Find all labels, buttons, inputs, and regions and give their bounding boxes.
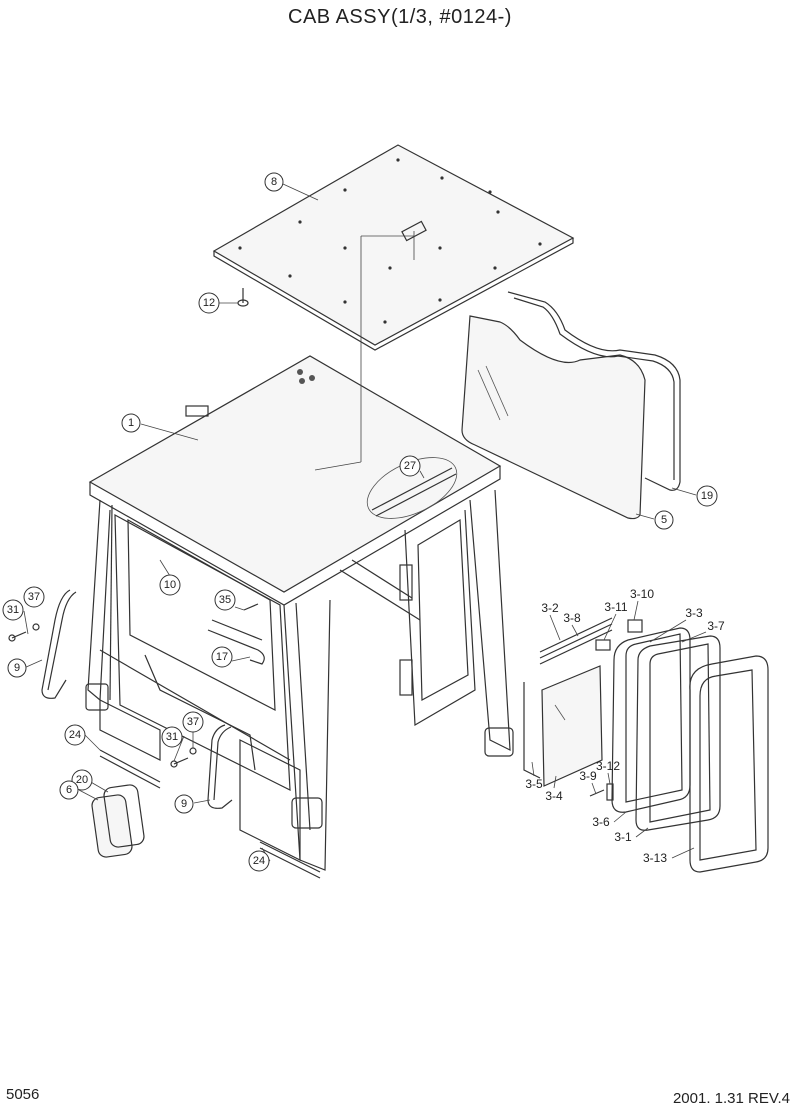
svg-text:35: 35: [219, 594, 231, 606]
label-3-6: 3-6: [592, 811, 627, 829]
label-3-9: 3-9: [579, 769, 597, 795]
callout-35: 35: [214, 589, 236, 611]
interior-grip: [207, 619, 265, 665]
callout-24-lower: 24: [248, 850, 270, 872]
callout-8: 8: [264, 172, 284, 192]
page-number: 5056: [6, 1086, 40, 1103]
bolt-washer-left: [8, 623, 40, 642]
svg-text:3-4: 3-4: [545, 789, 563, 803]
callout-12: 12: [198, 292, 220, 314]
callout-37-front: 37: [182, 711, 204, 733]
label-3-5: 3-5: [525, 761, 543, 791]
front-handrail: [207, 724, 233, 809]
label-3-10: 3-10: [630, 587, 654, 621]
svg-text:37: 37: [187, 716, 199, 728]
svg-text:31: 31: [7, 604, 19, 616]
svg-text:8: 8: [271, 176, 277, 188]
label-3-1: 3-1: [614, 827, 649, 844]
callout-24-upper: 24: [64, 724, 86, 746]
svg-text:19: 19: [701, 490, 713, 502]
svg-text:3-12: 3-12: [596, 759, 620, 773]
callout-10: 10: [159, 574, 181, 596]
callout-6: 6: [59, 780, 79, 800]
callout-31-left: 31: [2, 599, 24, 621]
svg-text:10: 10: [164, 579, 176, 591]
svg-text:3-1: 3-1: [614, 830, 632, 844]
callout-31-front: 31: [161, 726, 183, 748]
cab-frame: [85, 236, 514, 871]
roof-bolt: [237, 288, 249, 307]
svg-text:3-7: 3-7: [707, 619, 725, 633]
svg-text:31: 31: [166, 731, 178, 743]
rear-glass: [461, 315, 646, 520]
sliding-window-assembly: [523, 617, 769, 873]
callout-27: 27: [399, 455, 421, 477]
callout-9-front: 9: [174, 794, 194, 814]
svg-text:17: 17: [216, 651, 228, 663]
svg-text:3-3: 3-3: [685, 606, 703, 620]
revision-date: 2001. 1.31 REV.4: [672, 1090, 790, 1107]
bar-upper: [99, 749, 161, 789]
svg-text:20: 20: [76, 774, 88, 786]
svg-text:37: 37: [28, 591, 40, 603]
svg-text:3-10: 3-10: [630, 587, 654, 601]
svg-text:24: 24: [69, 729, 81, 741]
callout-37-left: 37: [23, 586, 45, 608]
roof-panel: [212, 144, 575, 351]
svg-text:3-6: 3-6: [592, 815, 610, 829]
svg-text:6: 6: [66, 784, 72, 796]
svg-text:3-8: 3-8: [563, 611, 581, 625]
svg-text:3-13: 3-13: [643, 851, 667, 865]
left-handrail: [41, 589, 77, 699]
diagram-title: CAB ASSY(1/3, #0124-): [288, 6, 512, 28]
svg-text:9: 9: [181, 798, 187, 810]
callout-1: 1: [121, 413, 141, 433]
label-3-13: 3-13: [643, 847, 695, 865]
label-3-3: 3-3: [649, 606, 703, 643]
callout-19: 19: [696, 485, 718, 507]
svg-text:1: 1: [128, 417, 134, 429]
interior-bolt: [243, 603, 259, 611]
bar-lower: [259, 841, 321, 879]
callout-5: 5: [654, 510, 674, 530]
svg-text:3-9: 3-9: [579, 769, 597, 783]
label-3-8: 3-8: [563, 611, 581, 637]
svg-text:27: 27: [404, 460, 416, 472]
svg-text:5: 5: [661, 514, 667, 526]
svg-text:12: 12: [203, 297, 215, 309]
callout-9-left: 9: [7, 658, 27, 678]
svg-text:24: 24: [253, 855, 265, 867]
svg-text:3-2: 3-2: [541, 601, 559, 615]
label-3-7: 3-7: [681, 619, 725, 643]
label-3-12: 3-12: [596, 759, 620, 785]
callout-17: 17: [211, 646, 233, 668]
svg-text:3-5: 3-5: [525, 777, 543, 791]
rear-glass-seal: [507, 291, 681, 491]
label-3-4: 3-4: [545, 775, 563, 803]
svg-text:9: 9: [14, 662, 20, 674]
label-3-11: 3-11: [603, 600, 628, 641]
small-window: [91, 784, 145, 858]
svg-text:3-11: 3-11: [604, 600, 627, 614]
label-3-2: 3-2: [541, 601, 561, 641]
bolt-washer-front: [170, 747, 197, 768]
rail-highlight: [366, 457, 458, 519]
